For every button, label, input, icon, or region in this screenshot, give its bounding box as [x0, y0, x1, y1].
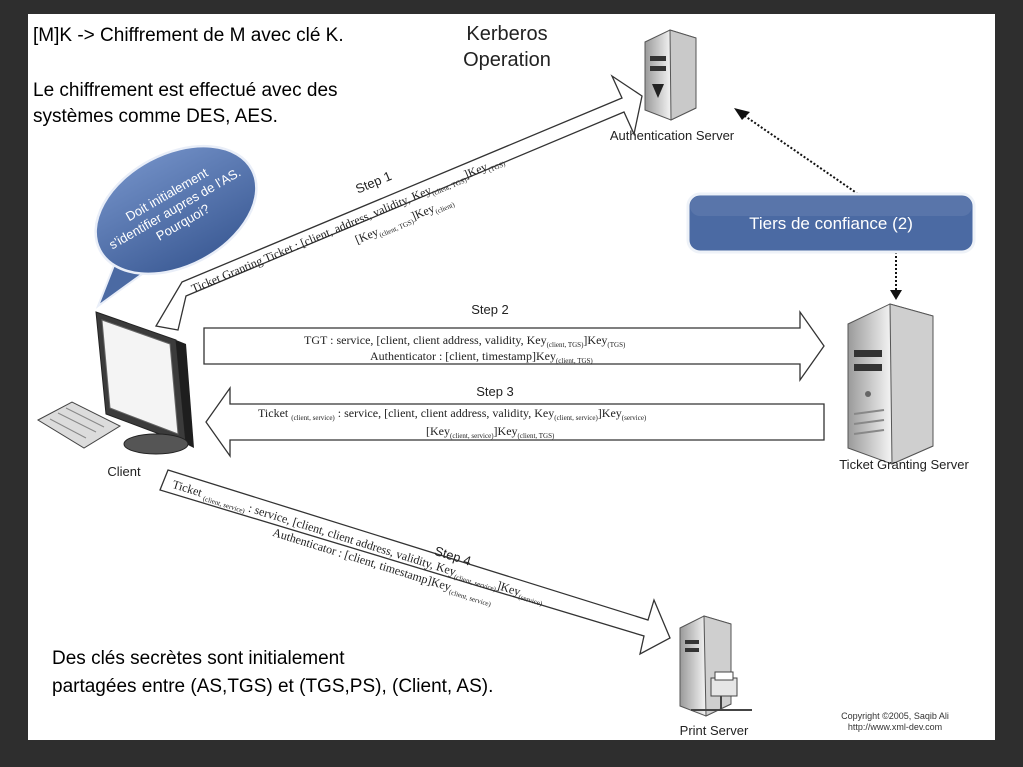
trust-connector-to-tgs: [890, 252, 902, 300]
note-shared-keys-line1: Des clés secrètes sont initialement: [52, 648, 345, 669]
print-server-icon: [679, 615, 752, 717]
client-computer-icon: [36, 311, 194, 455]
step2-arrow: [203, 309, 825, 383]
trust-connector-to-as: [734, 108, 859, 195]
step4-arrow: [159, 469, 671, 656]
note-encryption-systems-line1: Le chiffrement est effectué avec des: [33, 80, 338, 101]
step2-line2: Authenticator : [client, timestamp]Key(c…: [370, 349, 593, 365]
trust-callout: [686, 192, 976, 254]
trust-callout-label: Tiers de confiance (2): [749, 214, 913, 233]
client-label: Client: [107, 464, 141, 479]
authentication-server-label: Authentication Server: [610, 128, 735, 143]
step3-arrow: [205, 385, 825, 459]
ticket-granting-server-icon: [847, 303, 934, 465]
note-shared-keys-line2: partagées entre (AS,TGS) et (TGS,PS), (C…: [52, 676, 494, 697]
step3-line1: Ticket (client, service) : service, [cli…: [258, 406, 647, 422]
kerberos-diagram: Kerberos Operation Authentication Server…: [36, 23, 976, 738]
note-encryption-notation: [M]K -> Chiffrement de M avec clé K.: [33, 25, 344, 46]
note-encryption-systems-line2: systèmes comme DES, AES.: [33, 106, 278, 127]
diagram-title-line2: Operation: [463, 49, 551, 71]
print-server-label: Print Server: [680, 723, 749, 738]
authentication-server-icon: [644, 29, 697, 121]
slide: Kerberos Operation Authentication Server…: [28, 14, 995, 740]
step1-label: Step 1: [353, 168, 393, 196]
step3-label: Step 3: [476, 384, 514, 399]
ticket-granting-server-label: Ticket Granting Server: [839, 457, 969, 472]
step2-line1: TGT : service, [client, client address, …: [304, 333, 626, 349]
question-bubble: [94, 144, 258, 309]
step3-line2: [Key(client, service)]Key(client, TGS): [426, 424, 555, 440]
copyright-line1: Copyright ©2005, Saqib Ali: [841, 711, 949, 721]
step2-label: Step 2: [471, 302, 509, 317]
copyright-line2: http://www.xml-dev.com: [848, 722, 942, 732]
step1-arrow: [154, 74, 643, 331]
diagram-title-line1: Kerberos: [466, 23, 547, 45]
